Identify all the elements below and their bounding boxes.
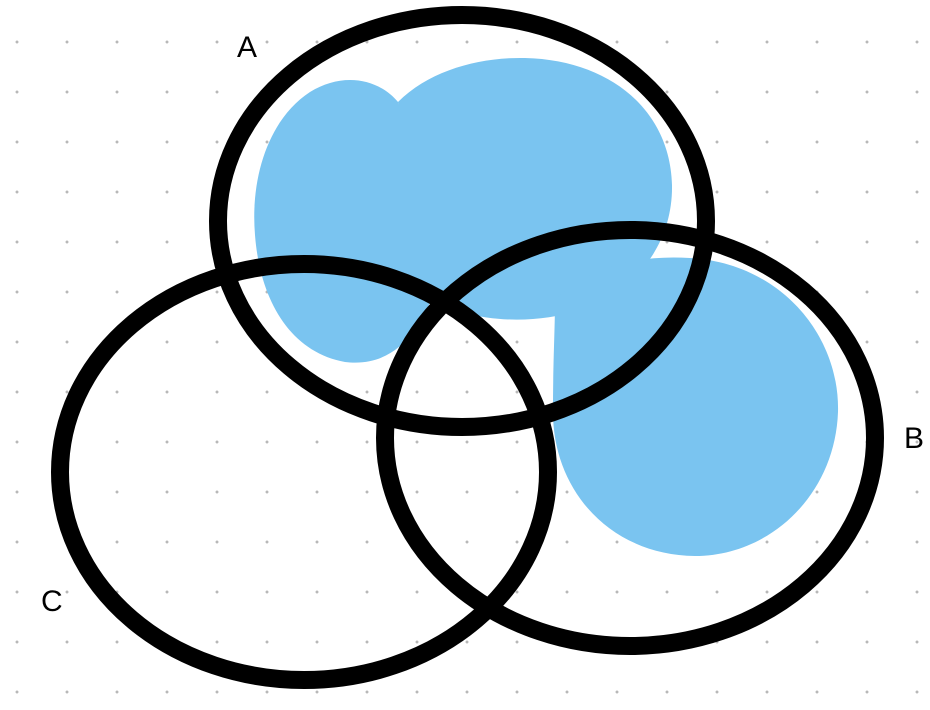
set-a-label: A [237,31,258,64]
set-c-label: C [41,585,63,618]
set-b-outline [376,221,884,655]
shaded-region-b-circle [552,257,839,556]
set-c-outline [51,255,557,689]
set-b-label: B [904,422,925,455]
set-outlines [51,6,884,689]
shaded-region-top-right-lobe [398,57,673,320]
set-a-outline [209,6,715,436]
shaded-regions [254,57,839,556]
shaded-region-left-lobe [254,79,435,363]
